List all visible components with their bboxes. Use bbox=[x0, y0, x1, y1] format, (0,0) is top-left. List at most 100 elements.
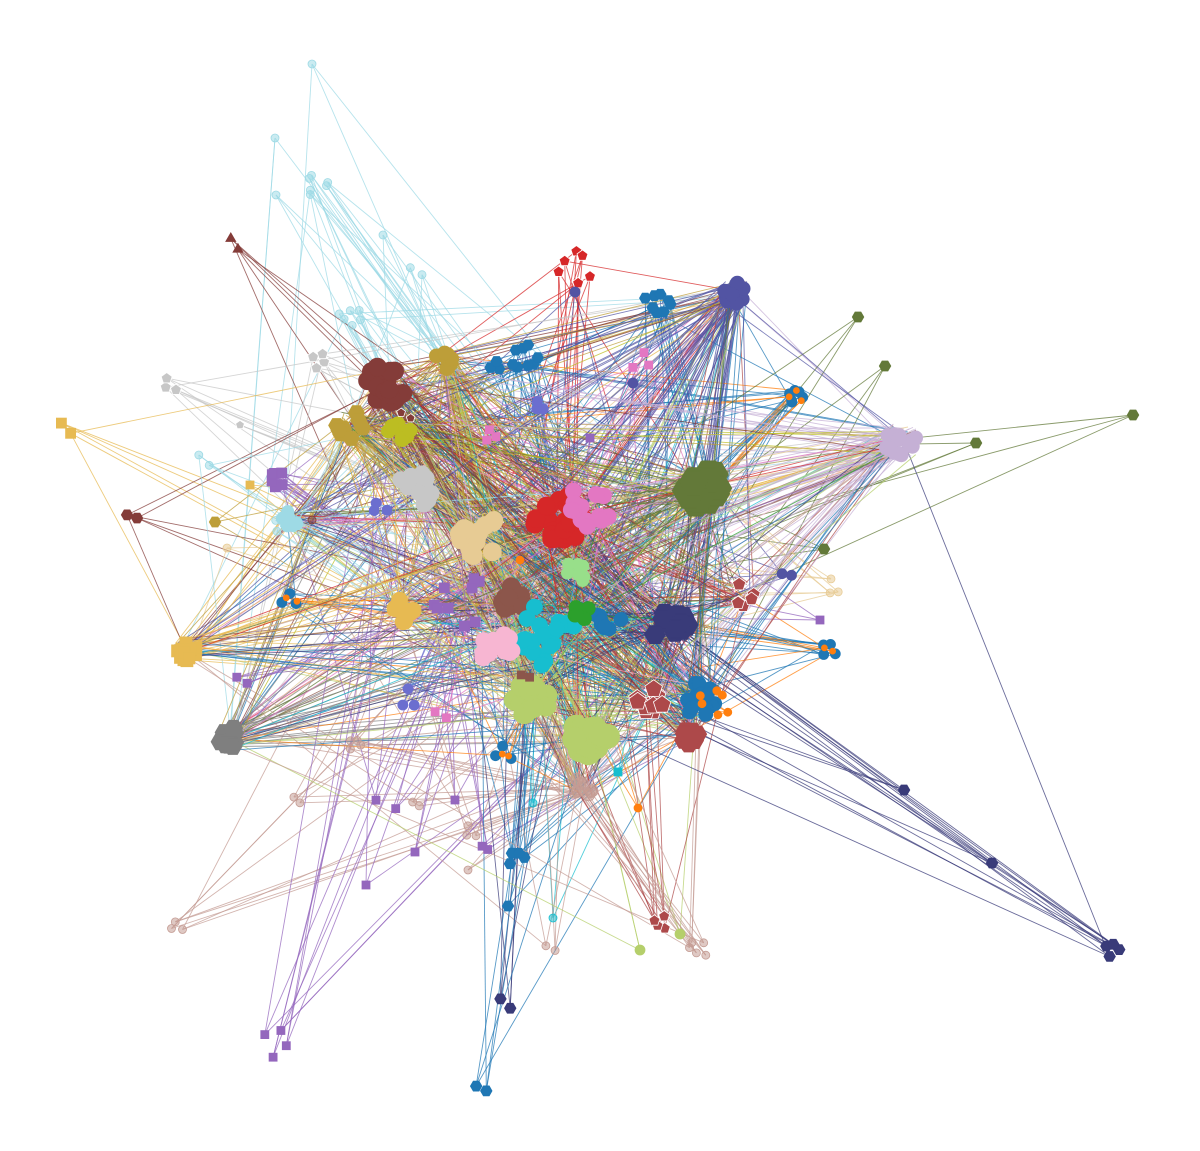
graph-node-hexagon-blue bbox=[503, 858, 517, 870]
graph-node-pentagon-red bbox=[584, 270, 596, 282]
graph-node-circle-pink bbox=[587, 486, 605, 503]
graph-edge bbox=[574, 735, 695, 793]
graph-edge bbox=[311, 63, 444, 364]
graph-edge bbox=[287, 523, 297, 604]
graph-edge bbox=[190, 479, 693, 648]
graph-node-circle-lime bbox=[674, 928, 686, 940]
graph-node-square-purple bbox=[361, 880, 371, 890]
graph-node-circle-orange bbox=[785, 393, 793, 401]
graph-edge bbox=[645, 443, 902, 690]
graph-node-ring-light-cyan bbox=[354, 305, 364, 315]
graph-node-circle-blue bbox=[613, 612, 629, 627]
graph-edge bbox=[165, 286, 735, 388]
graph-node-ring-light-cyan bbox=[307, 170, 316, 180]
graph-node-circle-light-pink bbox=[499, 637, 517, 655]
graph-node-square-pink bbox=[491, 432, 501, 442]
graph-node-pentagon-red bbox=[558, 254, 571, 267]
graph-node-circle-cyan bbox=[534, 627, 552, 644]
graph-edge bbox=[635, 440, 893, 690]
graph-node-circle-light-gray bbox=[393, 471, 411, 489]
graph-node-square-purple bbox=[438, 582, 450, 594]
graph-node-circle-periwinkle bbox=[402, 683, 414, 695]
graph-node-square-purple bbox=[242, 678, 252, 688]
graph-edge bbox=[386, 397, 682, 738]
graph-edge bbox=[669, 303, 714, 491]
graph-node-hexagon-navy bbox=[1107, 938, 1120, 950]
graph-edge bbox=[536, 446, 889, 689]
graph-node-ring-salmon bbox=[167, 924, 176, 933]
graph-node-circle-blue bbox=[497, 740, 509, 752]
graph-edge bbox=[323, 361, 354, 420]
graph-edge bbox=[714, 316, 859, 494]
graph-node-pentagon-light-gray bbox=[160, 372, 173, 384]
graph-node-ring-light-cyan bbox=[194, 450, 204, 460]
graph-edge bbox=[742, 299, 751, 595]
graph-node-ring-salmon bbox=[178, 925, 187, 934]
graph-edge bbox=[396, 619, 520, 711]
graph-node-square-gold bbox=[65, 427, 76, 439]
graph-edge bbox=[398, 490, 528, 705]
graph-edge bbox=[545, 476, 696, 622]
graph-edge bbox=[363, 299, 743, 431]
graph-node-circle-orange bbox=[697, 699, 707, 709]
graph-node-hexagon-navy bbox=[897, 784, 911, 796]
graph-edge bbox=[175, 389, 419, 490]
graph-edge bbox=[225, 741, 704, 944]
graph-edge bbox=[683, 499, 718, 709]
graph-edge bbox=[237, 248, 385, 395]
graph-node-ring-salmon bbox=[550, 946, 560, 955]
graph-edge bbox=[181, 431, 350, 650]
graph-node-hexagon-mustard bbox=[342, 431, 360, 446]
graph-node-square-purple bbox=[268, 1052, 278, 1062]
graph-edge bbox=[667, 414, 1134, 627]
graph-node-hexagon-blue bbox=[480, 1085, 493, 1097]
graph-edge bbox=[393, 418, 540, 504]
graph-node-circle-cyan bbox=[518, 610, 536, 627]
graph-node-ring-light-cyan bbox=[277, 511, 287, 521]
graph-edge bbox=[580, 289, 741, 611]
graph-edge bbox=[224, 736, 641, 951]
graph-node-circle-blue bbox=[490, 750, 501, 762]
graph-edge bbox=[390, 298, 736, 406]
graph-edge bbox=[421, 274, 449, 356]
graph-node-square-brown bbox=[516, 670, 526, 680]
graph-edge bbox=[586, 504, 692, 726]
graph-node-ring-salmon bbox=[568, 785, 582, 799]
graph-edge bbox=[580, 794, 690, 948]
graph-node-ring-light-cyan bbox=[417, 270, 427, 280]
graph-edge bbox=[534, 297, 738, 521]
graph-edge bbox=[447, 360, 599, 499]
graph-edge bbox=[230, 238, 378, 381]
graph-edge bbox=[582, 791, 705, 944]
graph-node-square-cyan bbox=[613, 767, 623, 777]
graph-edge bbox=[413, 484, 686, 624]
graph-edge bbox=[298, 515, 571, 522]
graph-edge bbox=[224, 734, 589, 796]
graph-edge bbox=[234, 353, 324, 733]
graph-node-circle-dark-red bbox=[379, 380, 399, 400]
graph-node-ring-salmon bbox=[352, 736, 362, 745]
graph-edge bbox=[382, 234, 444, 363]
graph-node-ring-light-cyan bbox=[405, 263, 415, 273]
graph-edge bbox=[706, 439, 893, 685]
graph-node-ring-light-cyan bbox=[204, 460, 214, 470]
graph-node-ring-salmon bbox=[289, 792, 299, 802]
graph-node-hexagon-mustard bbox=[354, 420, 372, 436]
graph-node-circle-pink bbox=[578, 518, 596, 535]
graph-edge bbox=[412, 610, 503, 623]
graph-node-circle-orange bbox=[713, 710, 723, 720]
graph-node-circle-orange bbox=[797, 397, 805, 405]
graph-edge bbox=[723, 303, 900, 432]
graph-edge bbox=[284, 63, 313, 520]
graph-node-circle-periwinkle bbox=[408, 699, 420, 711]
node-layer bbox=[56, 59, 1140, 1097]
graph-edge bbox=[411, 433, 889, 491]
graph-node-circle-pink bbox=[593, 511, 611, 529]
graph-edge bbox=[485, 704, 537, 1091]
graph-edge bbox=[285, 523, 469, 827]
graph-edge bbox=[573, 644, 824, 791]
graph-edge bbox=[496, 361, 706, 483]
graph-edge bbox=[653, 505, 695, 705]
graph-node-pentagon-light-gray bbox=[159, 381, 172, 393]
graph-edge bbox=[230, 238, 395, 612]
